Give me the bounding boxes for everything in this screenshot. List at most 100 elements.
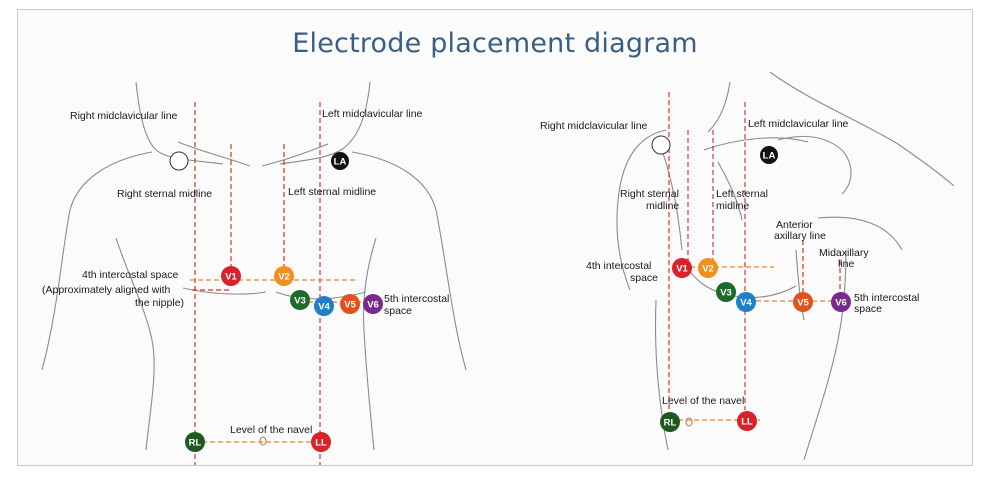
- side-shoulder-top: [777, 135, 852, 195]
- front-electrode-v4: V4: [314, 296, 334, 316]
- side-label-right-midclavicular: Right midclavicular line: [540, 120, 648, 132]
- side-electrode-la-label: LA: [763, 151, 776, 162]
- side-electrode-v2: V2: [698, 258, 718, 278]
- side-label-anterior-axillary-2: axillary line: [774, 230, 826, 242]
- front-electrode-ra-label: RA: [172, 157, 186, 168]
- side-label-anterior-axillary-1: Anterior: [776, 219, 813, 231]
- front-label-fifth-ics-2: space: [384, 305, 412, 317]
- side-electrode-ra: RA: [651, 135, 671, 155]
- front-electrode-v1-label: V1: [225, 272, 237, 283]
- front-electrode-v3-disc: [290, 290, 310, 310]
- side-labels: Right midclavicular line Left midclavicu…: [540, 118, 919, 407]
- front-neck-right: [279, 81, 371, 165]
- front-clavicle-left: [177, 141, 251, 167]
- side-shoulder-front: [616, 129, 667, 291]
- side-neck-back: [769, 71, 955, 187]
- side-electrode-v1: V1: [672, 258, 692, 278]
- front-label-left-midclavicular: Left midclavicular line: [322, 108, 423, 120]
- side-electrode-v3-disc: [716, 282, 736, 302]
- side-guide-lines: [668, 92, 844, 421]
- front-electrode-ra: RA: [169, 151, 189, 171]
- side-flank: [795, 249, 805, 321]
- front-label-fourth-ics-3: the nipple): [135, 297, 184, 309]
- front-electrodes: RA LA V1 V2 V3 V4: [169, 151, 383, 452]
- side-navel: [685, 417, 693, 427]
- side-label-midaxillary-2: line: [838, 258, 855, 270]
- front-electrode-v5-label: V5: [344, 300, 356, 311]
- front-clavicle-right: [261, 143, 329, 167]
- side-clavicle: [703, 137, 809, 151]
- side-electrode-v3-label: V3: [720, 288, 732, 299]
- side-label-left-sternal-1: Left sternal: [716, 188, 768, 200]
- side-label-right-sternal-1: Right sternal: [620, 188, 679, 200]
- front-electrode-ra-disc: [169, 151, 189, 171]
- side-arm-back: [817, 216, 903, 251]
- front-label-navel: Level of the navel: [230, 424, 312, 436]
- side-torso-front: [654, 299, 669, 451]
- front-label-fifth-ics-1: 5th intercostal: [384, 293, 449, 305]
- side-electrode-ra-disc: [651, 135, 671, 155]
- side-label-fourth-ics-1: 4th intercostal: [586, 260, 651, 272]
- front-electrode-la: LA: [331, 152, 349, 170]
- side-electrodes: RA LA V1 V2 V3 V4: [651, 135, 851, 432]
- side-electrode-v5-disc: [793, 292, 813, 312]
- front-electrode-la-disc: [331, 152, 349, 170]
- front-electrode-v4-disc: [314, 296, 334, 316]
- side-electrode-v6-label: V6: [835, 298, 847, 309]
- front-electrode-v3-label: V3: [294, 296, 306, 307]
- side-electrode-v4-label: V4: [740, 298, 752, 309]
- front-electrode-v6-label: V6: [367, 300, 379, 311]
- side-electrode-v1-disc: [672, 258, 692, 278]
- front-electrode-v2: V2: [274, 266, 294, 286]
- side-label-left-sternal-2: midline: [716, 200, 749, 212]
- front-guide-lines: [190, 102, 374, 465]
- front-electrode-v6-disc: [363, 294, 383, 314]
- front-electrode-v2-label: V2: [278, 272, 290, 283]
- side-electrode-ll-label: LL: [741, 417, 753, 428]
- side-label-right-sternal-2: midline: [646, 200, 679, 212]
- side-electrode-v6-disc: [831, 292, 851, 312]
- side-electrode-v2-disc: [698, 258, 718, 278]
- front-electrode-v1-disc: [221, 266, 241, 286]
- side-electrode-v6: V6: [831, 292, 851, 312]
- front-body-outline: [41, 81, 467, 451]
- front-electrode-v6: V6: [363, 294, 383, 314]
- front-chest-curve-left: [182, 287, 267, 295]
- side-label-fourth-ics-2: space: [630, 272, 658, 284]
- front-label-right-midclavicular: Right midclavicular line: [70, 110, 178, 122]
- front-electrode-v1: V1: [221, 266, 241, 286]
- front-electrode-v2-disc: [274, 266, 294, 286]
- side-electrode-v4: V4: [736, 292, 756, 312]
- front-torso-left: [115, 237, 155, 451]
- front-navel: [259, 436, 267, 446]
- side-electrode-la-disc: [760, 146, 778, 164]
- front-chest-curve-right: [275, 291, 367, 300]
- front-label-fourth-ics-1: 4th intercostal space: [82, 269, 178, 281]
- side-electrode-la: LA: [760, 146, 778, 164]
- front-electrode-rl-label: RL: [189, 438, 202, 449]
- side-armpit: [717, 161, 743, 221]
- side-label-navel: Level of the navel: [662, 395, 744, 407]
- side-electrode-v5-label: V5: [797, 298, 809, 309]
- front-shoulder-right: [351, 151, 467, 371]
- front-electrode-ll-disc: [311, 432, 331, 452]
- front-label-left-sternal: Left sternal midline: [288, 186, 376, 198]
- front-shoulder-left: [41, 151, 153, 371]
- side-label-midaxillary-1: Midaxillary: [819, 247, 869, 259]
- side-label-fifth-ics-2: space: [854, 303, 882, 315]
- side-electrode-rl: RL: [660, 412, 680, 432]
- front-label-right-sternal: Right sternal midline: [117, 188, 212, 200]
- front-labels: Right midclavicular line Left midclavicu…: [42, 108, 449, 436]
- side-electrode-ll: LL: [737, 411, 757, 431]
- side-electrode-rl-label: RL: [664, 418, 677, 429]
- front-electrode-v3: V3: [290, 290, 310, 310]
- side-electrode-ra-label: RA: [654, 141, 668, 152]
- front-electrode-rl: RL: [185, 432, 205, 452]
- diagram-canvas: Right midclavicular line Left midclavicu…: [41, 71, 955, 465]
- side-electrode-ll-disc: [737, 411, 757, 431]
- side-neck-front: [707, 81, 731, 133]
- side-electrode-v1-label: V1: [676, 264, 688, 275]
- diagram-frame: Electrode placement diagram: [17, 9, 973, 466]
- front-electrode-la-label: LA: [334, 157, 347, 168]
- side-electrode-rl-disc: [660, 412, 680, 432]
